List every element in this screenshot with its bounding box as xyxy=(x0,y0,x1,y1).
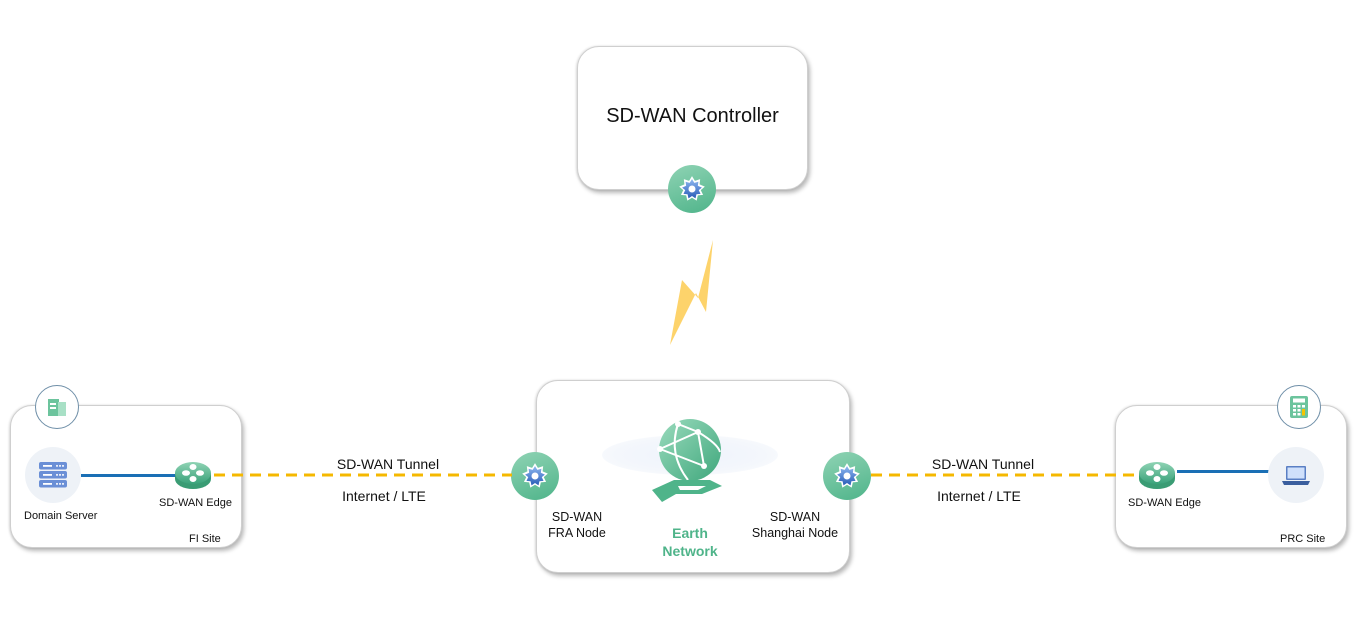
prc-lan-link xyxy=(1177,470,1269,473)
lightning-bolt-icon xyxy=(670,240,713,345)
tunnel-left-transport: Internet / LTE xyxy=(342,488,426,504)
earth-network-label: Earth Network xyxy=(662,524,717,560)
controller-title: SD-WAN Controller xyxy=(606,105,779,127)
shanghai-node-label: SD-WAN Shanghai Node xyxy=(752,509,838,541)
earth-network-label-line1: Earth xyxy=(672,525,708,541)
office-building-icon xyxy=(48,399,66,416)
fra-node-label-line2: FRA Node xyxy=(548,526,606,540)
server-icon xyxy=(39,462,67,488)
shanghai-node-label-line1: SD-WAN xyxy=(769,510,821,524)
fi-lan-link xyxy=(81,474,175,477)
domain-server-device[interactable] xyxy=(25,447,81,503)
fra-node[interactable] xyxy=(511,452,559,500)
tunnel-right-label: SD-WAN Tunnel xyxy=(931,456,1035,472)
fi-edge-label: SD-WAN Edge xyxy=(159,497,232,509)
tunnel-left-label: SD-WAN Tunnel xyxy=(336,456,440,472)
fi-site-label: FI Site xyxy=(189,533,221,545)
prc-edge-label: SD-WAN Edge xyxy=(1128,497,1201,509)
prc-site-label: PRC Site xyxy=(1280,533,1326,545)
controller-node[interactable] xyxy=(668,165,716,213)
domain-server-label: Domain Server xyxy=(24,510,98,522)
shanghai-node-label-line2: Shanghai Node xyxy=(751,526,839,540)
prc-laptop-device[interactable] xyxy=(1268,447,1324,503)
tunnel-right-transport: Internet / LTE xyxy=(937,488,1021,504)
fra-node-label-line1: SD-WAN xyxy=(551,510,603,524)
prc-site-icon xyxy=(1277,385,1321,429)
earth-network-label-line2: Network xyxy=(662,543,718,559)
laptop-icon xyxy=(1282,466,1310,485)
shanghai-node[interactable] xyxy=(823,452,871,500)
fra-node-label: SD-WAN FRA Node xyxy=(548,509,606,541)
calculator-icon xyxy=(1290,396,1308,418)
fi-site-icon xyxy=(35,385,79,429)
globe-hand-icon xyxy=(652,419,722,502)
